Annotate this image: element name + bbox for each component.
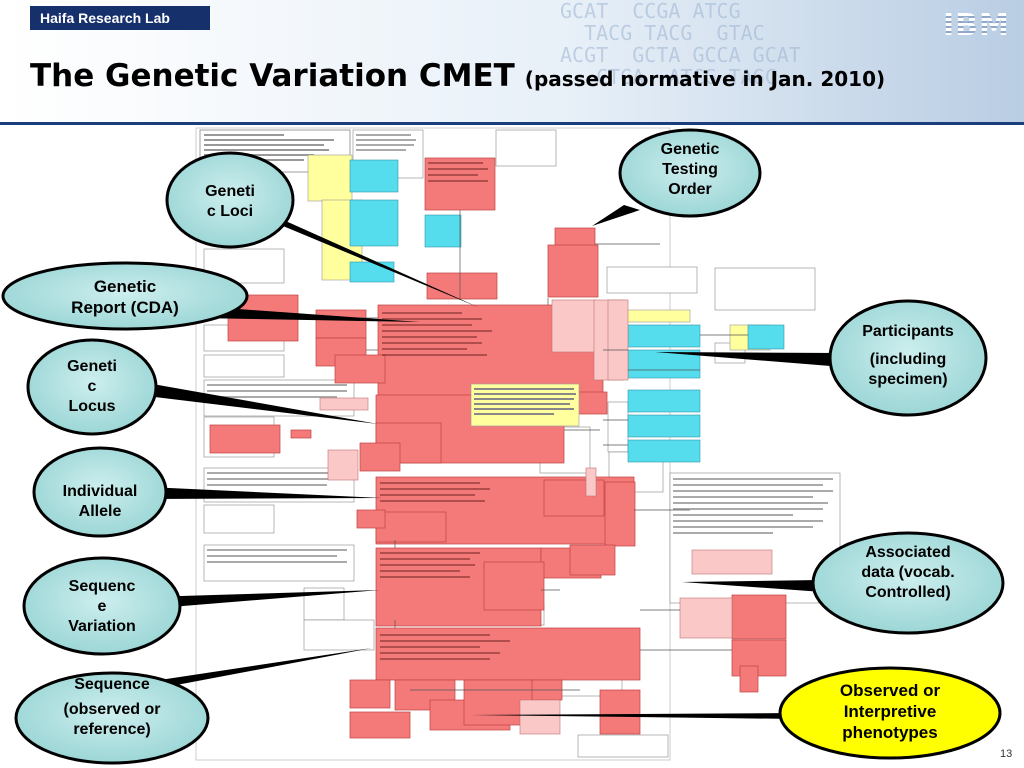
label-line: Sequence (74, 676, 150, 693)
dna-background-decoration: GCAT CCGA ATCG TACG TACG GTAC ACGT GCTA … (560, 0, 801, 89)
associated-data-label: Associated data (vocab. Controlled) (848, 543, 968, 603)
label-line: reference) (73, 721, 151, 738)
label-line: Interpretive (843, 702, 937, 721)
participant-class-boxes (349, 159, 785, 463)
genetic-locus-label: Geneti c Locus (52, 357, 132, 417)
participants-bubble (828, 299, 988, 417)
associated-data-bubble (811, 531, 1005, 635)
label-line: Geneti (67, 358, 117, 375)
lab-label: Haifa Research Lab (30, 6, 210, 30)
individual-allele-label: Individual Allele (50, 482, 150, 522)
genetic-loci-label: Geneti c Loci (190, 182, 270, 222)
label-line: Allele (78, 503, 122, 520)
genetic-testing-order-bubble (618, 128, 762, 218)
label-line: Sequenc (68, 578, 136, 595)
label-line: c Loci (206, 203, 254, 220)
ibm-logo: IBM (943, 8, 1010, 43)
label-line: Participants (862, 323, 954, 340)
label-line: Observed or (839, 681, 941, 700)
label-line: c (87, 378, 97, 395)
sequence-bubble (14, 671, 210, 765)
act-class-boxes (209, 157, 787, 739)
participants-label: Participants (including specimen) (848, 322, 968, 390)
genetic-loci-bubble (165, 151, 295, 249)
sequence-variation-bubble (22, 556, 182, 656)
slide-header: GCAT CCGA ATCG TACG TACG GTAC ACGT GCTA … (0, 0, 1024, 125)
title-subtitle: (passed normative in Jan. 2010) (524, 67, 886, 91)
label-line: (observed or (63, 701, 161, 718)
label-line: Controlled) (865, 584, 951, 601)
label-line: e (97, 598, 107, 615)
individual-allele-bubble (32, 446, 168, 538)
label-line: Genetic (660, 141, 720, 158)
slide-title: The Genetic Variation CMET (passed normat… (30, 58, 885, 94)
genetic-locus-bubble (26, 338, 158, 436)
label-line: phenotypes (842, 723, 938, 742)
label-line: specimen) (868, 371, 948, 388)
title-main: The Genetic Variation CMET (30, 58, 515, 94)
sequence-variation-label: Sequenc e Variation (52, 577, 152, 637)
header-rule (0, 122, 1024, 125)
sequence-label: Sequence (observed or reference) (44, 675, 180, 740)
genetic-testing-order-label: Genetic Testing Order (650, 140, 730, 200)
genetic-report-bubble (1, 261, 249, 331)
label-line: Genetic (93, 277, 157, 296)
label-line: Associated (865, 544, 951, 561)
genetic-report-label: Genetic Report (CDA) (45, 276, 205, 318)
label-line: Geneti (205, 183, 255, 200)
label-line: Individual (62, 483, 138, 500)
observed-phenotypes-bubble (778, 666, 1002, 760)
label-line: Order (668, 181, 712, 198)
diagram-connectors (298, 210, 748, 691)
light-pink-boxes (319, 299, 773, 735)
label-line: Locus (68, 398, 116, 415)
label-line: Report (CDA) (71, 298, 179, 317)
callout-tails (130, 205, 843, 719)
label-line: Testing (662, 161, 718, 178)
label-line: Variation (68, 618, 136, 635)
genetic-loci-class (424, 157, 496, 211)
label-line: data (vocab. (861, 564, 955, 581)
observed-phenotypes-label: Observed or Interpretive phenotypes (815, 680, 965, 743)
label-line: (including (869, 351, 947, 368)
page-number: 13 (1000, 748, 1013, 760)
